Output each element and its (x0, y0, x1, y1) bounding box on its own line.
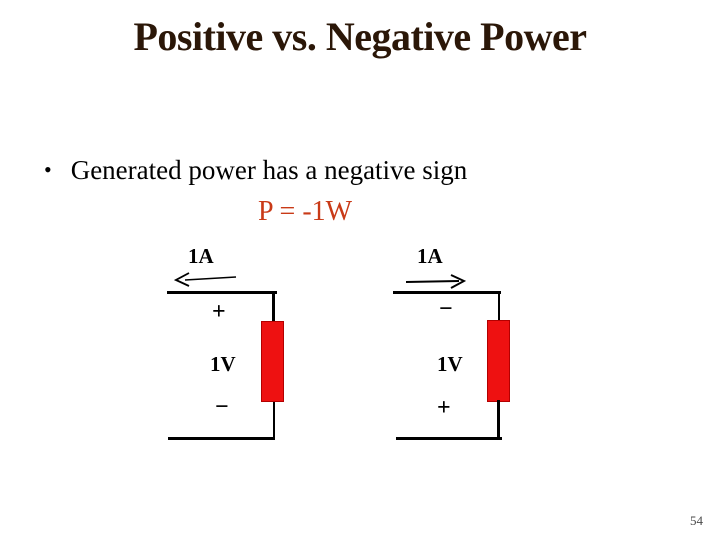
voltage-label: 1V (210, 352, 236, 376)
polarity-bottom-sign: − (215, 394, 229, 420)
current-arrow-left-icon (174, 272, 237, 287)
polarity-top-sign: + (212, 299, 226, 325)
wire-bottom-stub (273, 402, 275, 438)
bullet-icon: • (44, 157, 52, 182)
current-label: 1A (188, 244, 214, 268)
wire-top-stub (272, 291, 275, 322)
circuit-element (261, 321, 284, 402)
page-number: 54 (690, 513, 703, 528)
wire-bottom (396, 437, 502, 440)
polarity-bottom-sign: + (437, 395, 451, 421)
power-equation: P = -1W (258, 196, 353, 227)
circuit-right: 1A − 1V + (385, 245, 517, 445)
bullet-line: • Generated power has a negative sign (44, 155, 467, 186)
current-label: 1A (417, 244, 443, 268)
wire-bottom (168, 437, 275, 440)
current-arrow-right-icon (406, 274, 466, 289)
wire-bottom-stub (497, 400, 500, 440)
polarity-top-sign: − (439, 296, 453, 322)
circuit-element (487, 320, 510, 402)
circuit-left: 1A + 1V − (160, 245, 292, 445)
wire-top (393, 291, 501, 294)
bullet-text: Generated power has a negative sign (70, 155, 468, 185)
slide-title: Positive vs. Negative Power (133, 14, 587, 59)
wire-top-stub (498, 291, 500, 322)
wire-top (167, 291, 277, 294)
voltage-label: 1V (437, 352, 463, 376)
